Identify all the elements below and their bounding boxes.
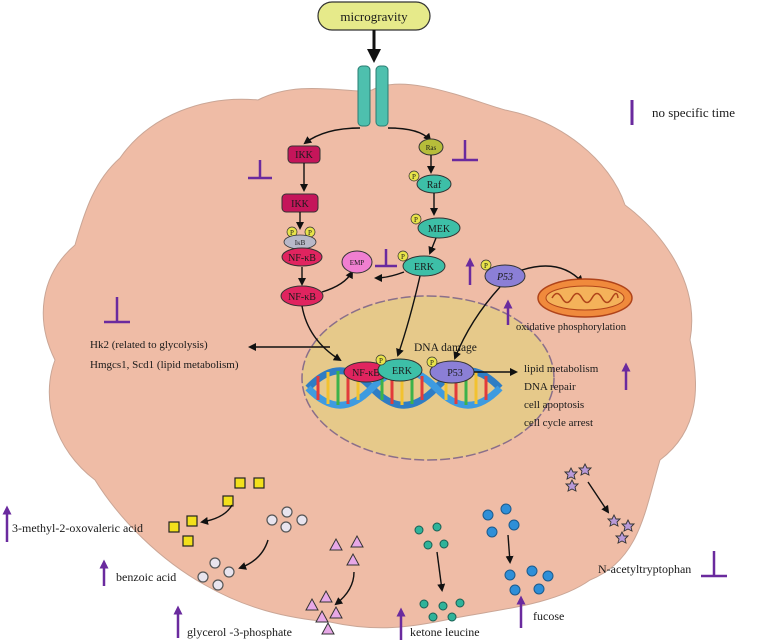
p53-label: P53 <box>496 272 513 283</box>
nfkb-node-1 <box>281 247 323 267</box>
p53-node <box>484 264 526 288</box>
erk-label: ERK <box>414 262 435 273</box>
p53-nuclear-label: P53 <box>447 368 463 379</box>
outcome-cell-apoptosis: cell apoptosis <box>524 399 584 411</box>
lipid-genes-label: Hmgcs1, Scd1 (lipid metabolism) <box>90 359 239 371</box>
erk-nuclear-label: ERK <box>392 366 413 377</box>
ikk-top-label: IKK <box>295 150 314 161</box>
mek-label: MEK <box>428 224 451 235</box>
ketone-pentagons <box>414 522 465 622</box>
acetyltryptophan-label: N-acetyltryptophan <box>598 562 691 576</box>
no-change-marker <box>452 140 478 162</box>
nfkb-nuclear-label: NF-κB <box>352 368 380 379</box>
emp-label: EMP <box>350 259 365 267</box>
phospho-icon <box>480 259 492 271</box>
phospho-icon <box>397 250 409 262</box>
oxphos-label: oxidative phosphorylation <box>516 322 627 333</box>
dna-damage-label: DNA damage <box>414 342 477 354</box>
phospho-label: P <box>401 253 405 261</box>
raf-label: Raf <box>427 180 442 191</box>
membrane-receptor <box>357 65 389 127</box>
outcome-cell-cycle-arrest: cell cycle arrest <box>524 417 593 429</box>
nfkb-label-2: NF-κB <box>288 292 316 303</box>
ketone-label: ketone leucine <box>410 625 480 639</box>
mitochondrion-icon <box>537 278 633 318</box>
emp-node <box>341 250 373 274</box>
no-change-marker <box>104 297 130 324</box>
legend-label: no specific time <box>652 105 735 120</box>
no-change-marker <box>375 249 397 268</box>
fucose-label: fucose <box>533 609 564 623</box>
oxovaleric-label: 3-methyl-2-oxovaleric acid <box>12 521 143 535</box>
outcome-dna-repair: DNA repair <box>524 381 576 393</box>
phospho-icon <box>408 170 420 182</box>
microgravity-label: microgravity <box>340 9 408 24</box>
mek-node <box>417 217 461 239</box>
benzoic-circles <box>197 506 308 591</box>
phospho-icon <box>375 354 387 366</box>
nfkb-label-1: NF-κB <box>288 253 316 264</box>
phospho-label: P <box>412 173 416 181</box>
benzoic-label: benzoic acid <box>116 570 176 584</box>
ikk-bottom-label: IKK <box>291 199 310 210</box>
phospho-icon <box>426 356 438 368</box>
phospho-label: P <box>430 359 434 367</box>
phospho-label: P <box>484 262 488 270</box>
ras-label: Ras <box>426 144 437 152</box>
glycerol-triangles <box>305 534 364 635</box>
oxovaleric-squares <box>168 477 265 547</box>
no-change-marker <box>248 160 272 180</box>
glycolysis-label: Hk2 (related to glycolysis) <box>90 339 208 351</box>
erk-node <box>402 255 446 277</box>
glycerol-label: glycerol -3-phosphate <box>187 625 292 639</box>
outcome-lipid-metabolism: lipid metabolism <box>524 363 599 375</box>
phospho-label: P <box>414 216 418 224</box>
phospho-label: P <box>290 229 294 237</box>
erk-nuclear-node <box>377 358 423 382</box>
ikb-label: IκB <box>295 239 306 247</box>
phospho-icon <box>410 213 422 225</box>
acetyltryptophan-stars <box>563 462 636 544</box>
no-change-marker <box>701 551 727 578</box>
phospho-label: P <box>379 357 383 365</box>
fucose-circles <box>482 503 554 596</box>
phospho-label: P <box>308 229 312 237</box>
